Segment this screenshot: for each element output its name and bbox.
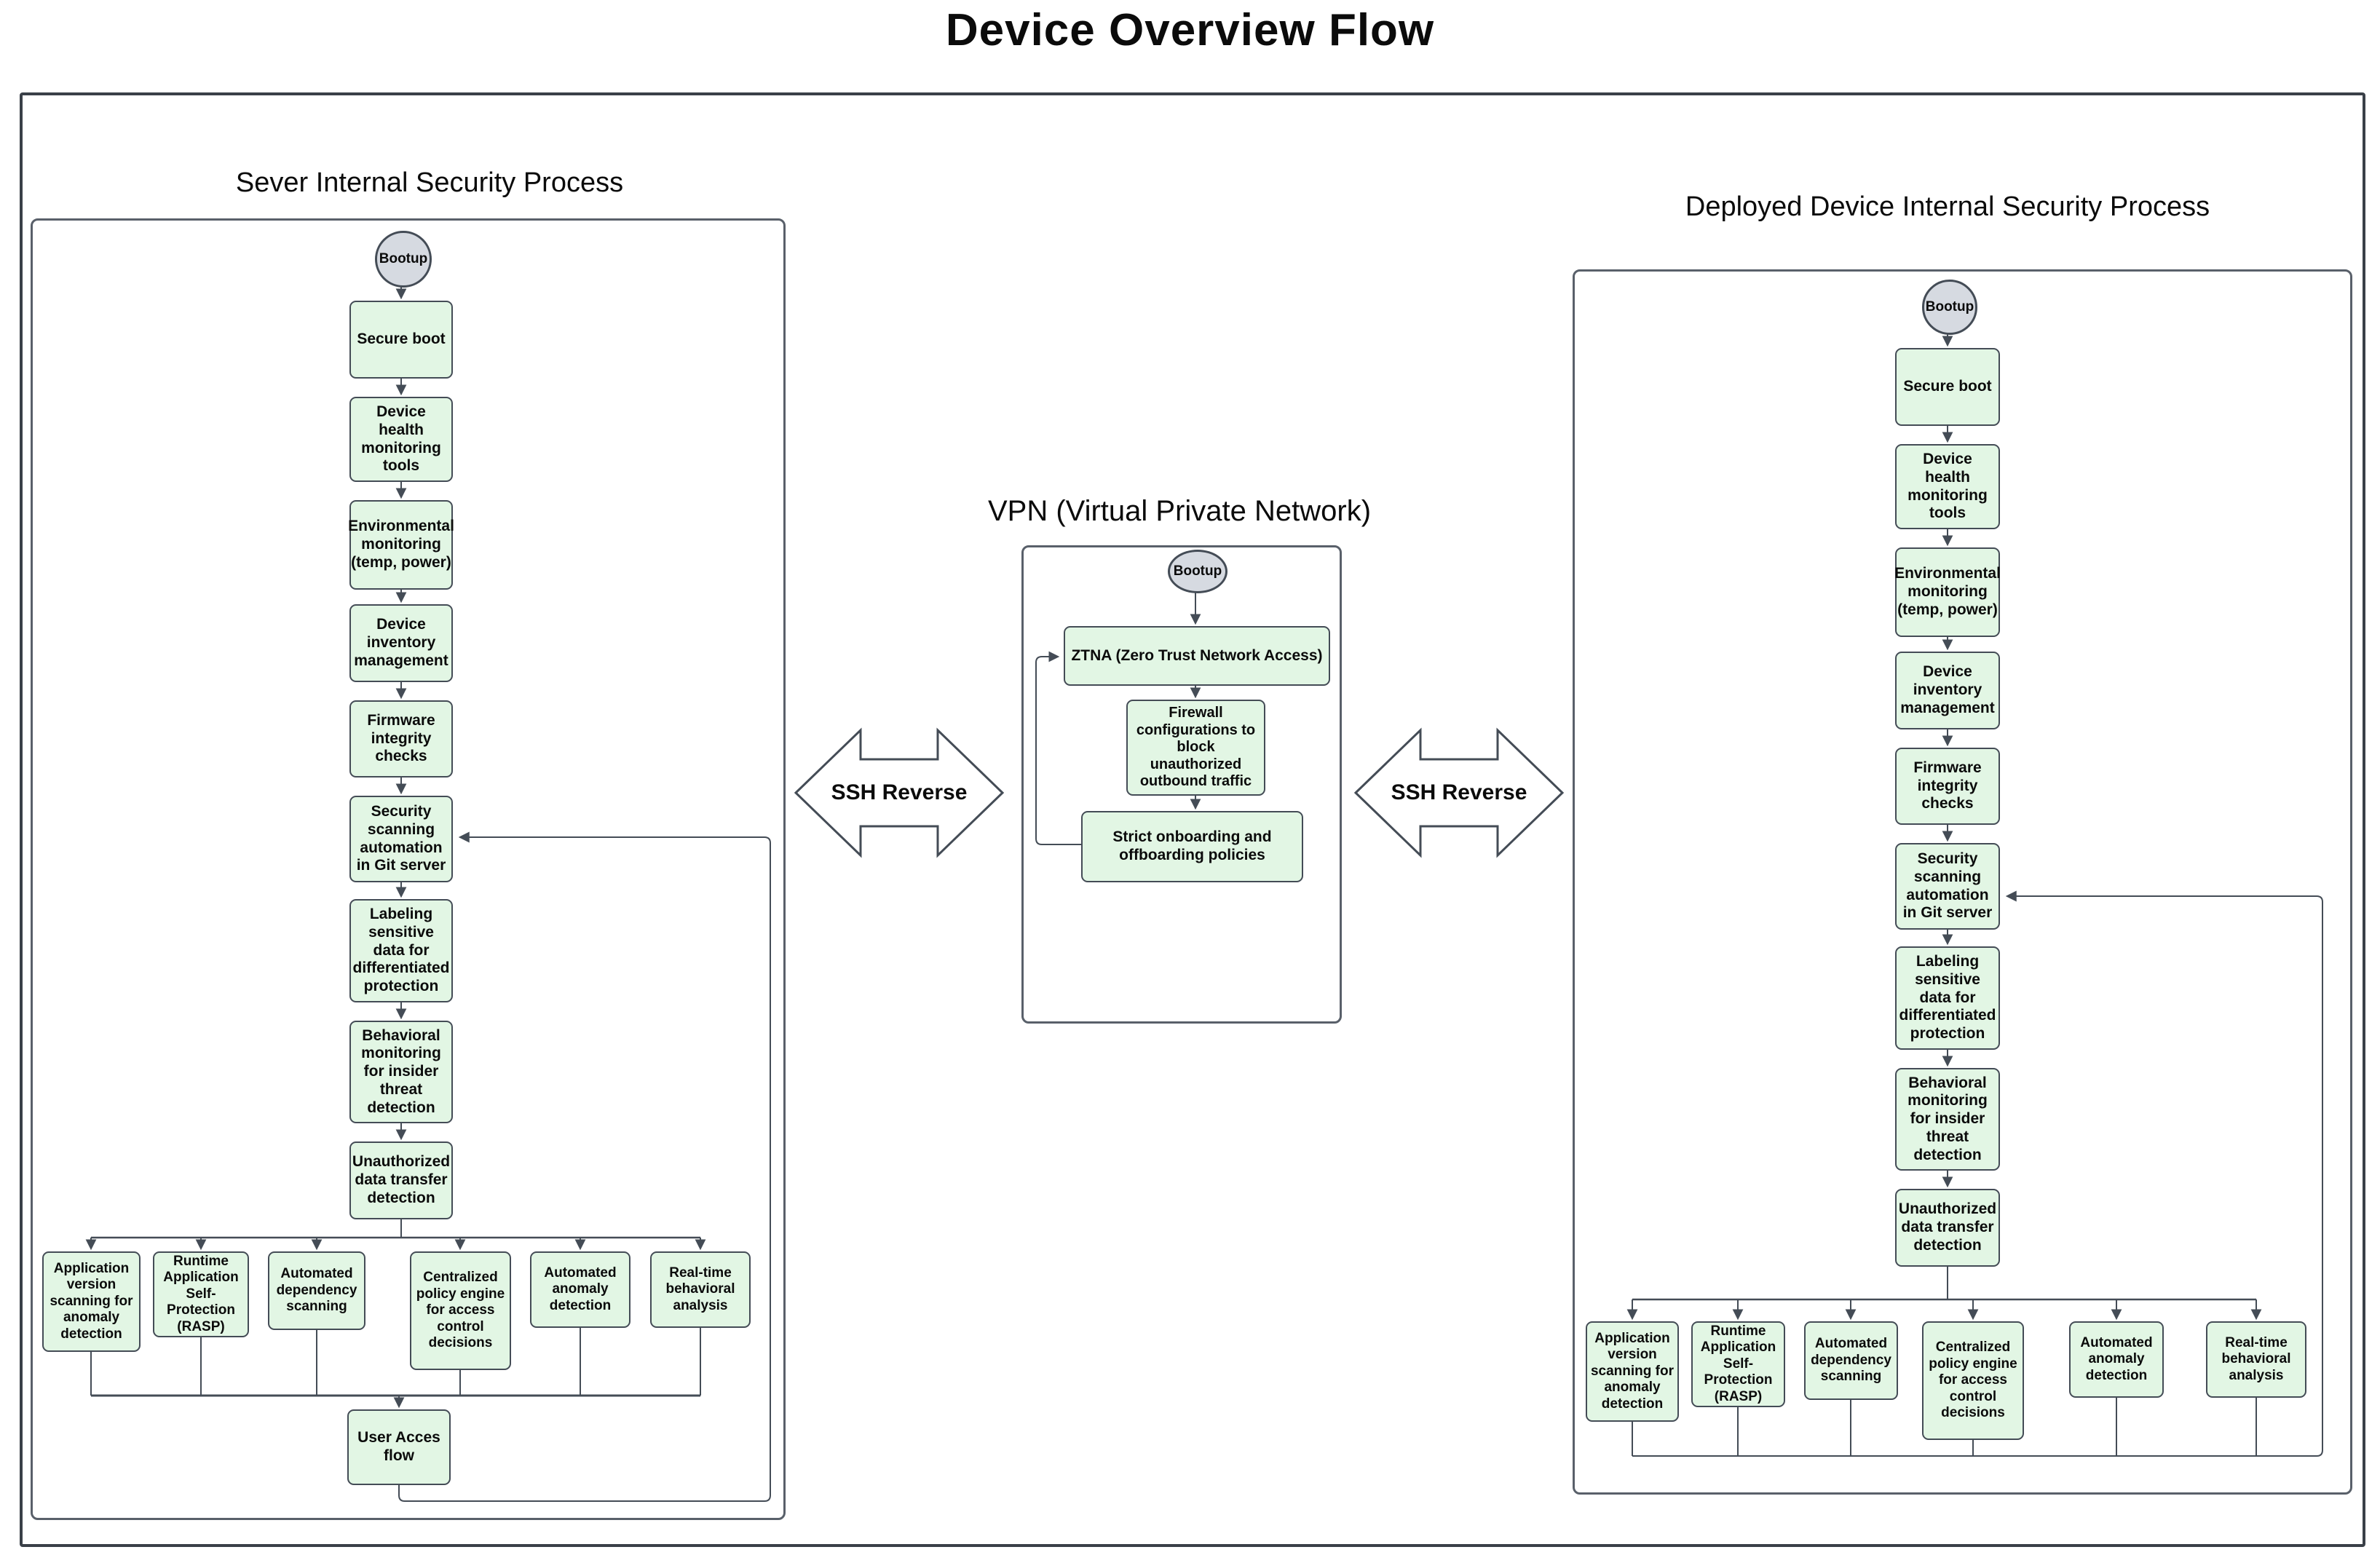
node-right-environmental-monitoring: Environmental monitoring (temp, power) (1894, 547, 2001, 637)
node-left-unauthorized-data-transfer: Unauthorized data transfer detection (349, 1141, 453, 1219)
node-vpn-firewall-config: Firewall configurations to block unautho… (1126, 700, 1265, 796)
panel-server-internal-security (31, 218, 786, 1520)
node-right-unauthorized-data-transfer: Unauthorized data transfer detection (1895, 1189, 2000, 1267)
node-right-app-version-scanning: Application version scanning for anomaly… (1586, 1321, 1679, 1422)
node-right-firmware-integrity: Firmware integrity checks (1895, 748, 2000, 825)
ssh-reverse-label-right: SSH Reverse (1391, 780, 1527, 804)
node-left-device-health-monitoring: Device health monitoring tools (349, 397, 453, 482)
node-left-security-scanning-git: Security scanning automation in Git serv… (349, 796, 453, 882)
node-left-policy-engine: Centralized policy engine for access con… (410, 1251, 511, 1370)
node-left-firmware-integrity: Firmware integrity checks (349, 700, 453, 777)
node-left-behavioral-monitoring: Behavioral monitoring for insider threat… (349, 1021, 453, 1123)
left-panel-header: Sever Internal Security Process (235, 167, 624, 198)
ssh-reverse-arrow-left-shape (794, 727, 1005, 858)
right-panel-header: Deployed Device Internal Security Proces… (1685, 191, 2210, 222)
node-left-device-inventory: Device inventory management (349, 604, 453, 682)
node-right-policy-engine: Centralized policy engine for access con… (1922, 1321, 2024, 1440)
node-right-rasp: Runtime Application Self-Protection (RAS… (1691, 1321, 1785, 1407)
diagram-outer-border (20, 92, 2365, 1547)
diagram-title: Device Overview Flow (945, 5, 1435, 55)
ssh-reverse-arrow-right-shape (1353, 727, 1565, 858)
node-left-secure-boot: Secure boot (349, 301, 453, 379)
node-right-device-inventory: Device inventory management (1895, 652, 2000, 729)
node-right-device-health-monitoring: Device health monitoring tools (1895, 444, 2000, 529)
node-left-anomaly-detection: Automated anomaly detection (530, 1251, 630, 1328)
panel-vpn (1021, 545, 1342, 1024)
node-left-environmental-monitoring: Environmental monitoring (temp, power) (348, 500, 454, 590)
node-right-secure-boot: Secure boot (1895, 348, 2000, 426)
vpn-start-node-bootup: Bootup (1168, 550, 1227, 593)
node-left-realtime-behavioral: Real-time behavioral analysis (650, 1251, 751, 1328)
node-vpn-ztna: ZTNA (Zero Trust Network Access) (1064, 626, 1330, 686)
node-left-labeling-sensitive-data: Labeling sensitive data for differentiat… (349, 899, 453, 1002)
node-left-user-access-flow: User Acces flow (347, 1409, 451, 1485)
node-left-app-version-scanning: Application version scanning for anomaly… (42, 1251, 141, 1352)
node-left-dependency-scanning: Automated dependency scanning (268, 1251, 365, 1330)
left-start-node-bootup: Bootup (375, 231, 432, 288)
node-vpn-onboarding-policies: Strict onboarding and offboarding polici… (1081, 811, 1303, 882)
vpn-panel-header: VPN (Virtual Private Network) (987, 495, 1372, 527)
panel-deployed-device-internal-security (1573, 269, 2352, 1495)
node-right-anomaly-detection: Automated anomaly detection (2069, 1321, 2164, 1398)
node-right-labeling-sensitive-data: Labeling sensitive data for differentiat… (1895, 946, 2000, 1050)
node-left-rasp: Runtime Application Self-Protection (RAS… (153, 1251, 249, 1337)
node-right-dependency-scanning: Automated dependency scanning (1804, 1321, 1898, 1400)
node-right-realtime-behavioral: Real-time behavioral analysis (2206, 1321, 2306, 1398)
right-start-node-bootup: Bootup (1922, 280, 1977, 335)
node-right-security-scanning-git: Security scanning automation in Git serv… (1895, 843, 2000, 930)
ssh-reverse-label-left: SSH Reverse (831, 780, 968, 804)
node-right-behavioral-monitoring: Behavioral monitoring for insider threat… (1895, 1068, 2000, 1171)
